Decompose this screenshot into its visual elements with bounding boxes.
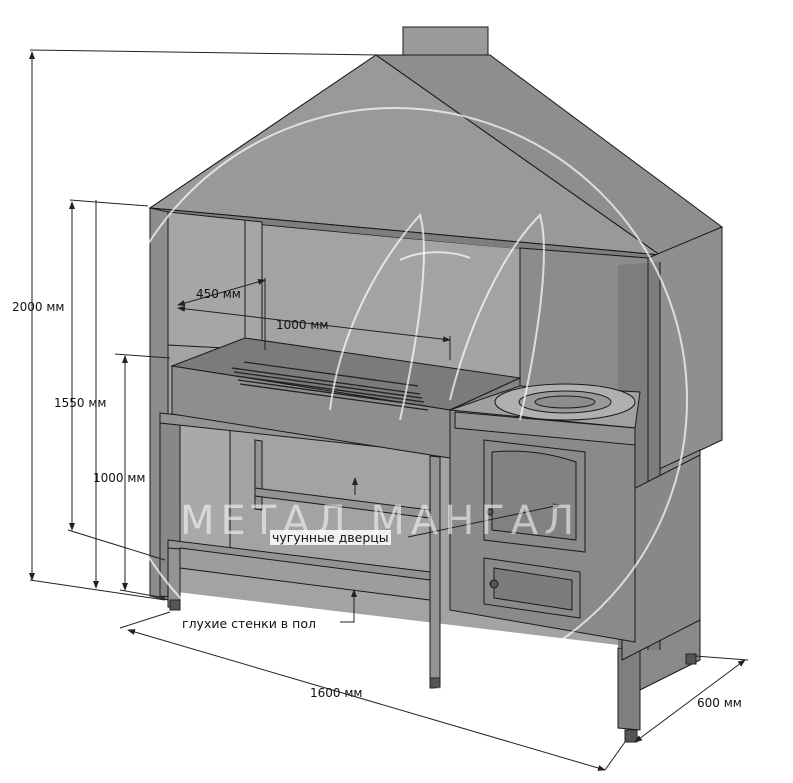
dim-450 (177, 279, 266, 306)
dim-1600 (127, 629, 606, 771)
dim-label-total-depth: 600 мм (697, 696, 742, 710)
ash-door-handle (489, 579, 499, 589)
dim-label-total-width: 1600 мм (310, 686, 363, 700)
dim-label-grill-height: 1000 мм (93, 471, 146, 485)
dim-600 (634, 659, 746, 743)
firebox-door-handle (486, 508, 494, 516)
callout-cast-iron-doors: чугунные дверцы (270, 530, 391, 545)
callout-doors-leader (407, 503, 561, 538)
dim-1000-w (177, 305, 451, 343)
watermark-text: МЕТАЛ МАНГАЛ (180, 498, 581, 544)
callout-solid-walls: глухие стенки в пол (180, 616, 318, 631)
dim-label-grill-depth: 450 мм (196, 287, 241, 301)
callout-walls-leader (340, 589, 357, 623)
dimension-lines (29, 49, 749, 771)
dim-label-top-height: 1550 мм (54, 396, 107, 410)
dim-label-total-height: 2000 мм (12, 300, 65, 314)
dim-label-grill-width: 1000 мм (276, 318, 329, 332)
grill-bowl (170, 337, 522, 459)
cast-iron-doors (483, 439, 586, 619)
right-wall (617, 226, 723, 731)
